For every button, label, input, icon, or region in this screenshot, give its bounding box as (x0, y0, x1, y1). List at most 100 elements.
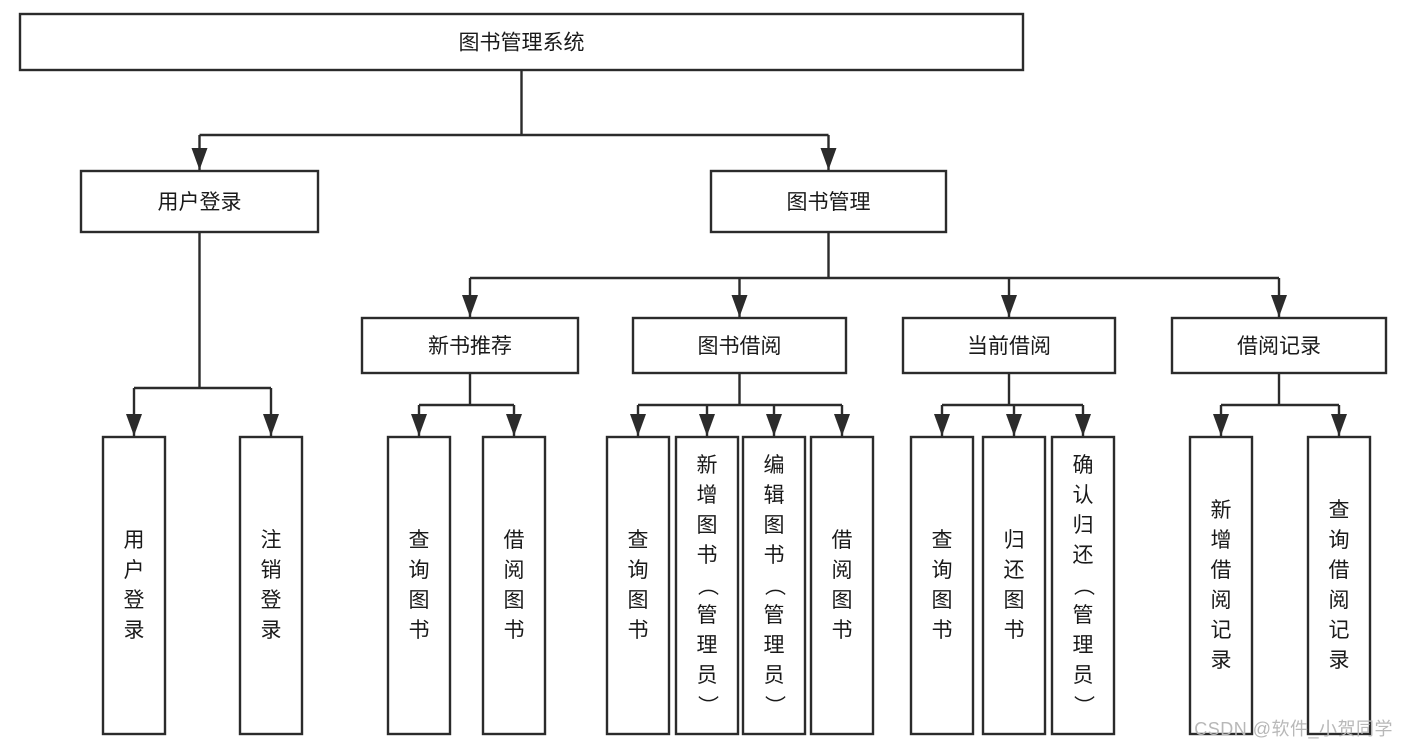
svg-text:阅: 阅 (832, 559, 853, 582)
svg-text:管: 管 (764, 604, 785, 627)
svg-text:归: 归 (1004, 529, 1025, 552)
level3-node-新书推荐-label: 新书推荐 (428, 335, 512, 358)
svg-text:图: 图 (832, 589, 853, 612)
svg-text:借: 借 (1211, 559, 1232, 582)
leaf-node-查询图书-2-box (386, 435, 452, 736)
level3-当前借阅-to-leaves-arrow-2 (1075, 414, 1091, 436)
svg-text:查: 查 (932, 529, 953, 552)
svg-text:书: 书 (832, 619, 853, 642)
root-to-level2-arrow-0 (191, 148, 208, 170)
svg-text:新: 新 (697, 454, 718, 477)
leaf-node-归还图书-9-box (981, 435, 1047, 736)
leaf-node-编辑图书管理员-6-box (741, 435, 807, 736)
book-mgmt-to-level3-arrow-2 (1001, 295, 1017, 317)
svg-text:新: 新 (1211, 499, 1232, 522)
svg-text:管: 管 (697, 604, 718, 627)
book-mgmt-to-level3-arrow-3 (1271, 295, 1287, 317)
svg-text:记: 记 (1211, 619, 1232, 642)
svg-text:（: （ (1072, 575, 1095, 596)
svg-text:查: 查 (409, 529, 430, 552)
level3-node-当前借阅-box (901, 316, 1117, 375)
leaf-node-注销登录-1-box (238, 435, 304, 736)
book-mgmt-to-level3-arrow-0 (462, 295, 478, 317)
level3-借阅记录-to-leaves-arrow-1 (1331, 414, 1347, 436)
level3-node-借阅记录[interactable]: 借阅记录 (1170, 316, 1388, 375)
svg-text:查: 查 (1329, 499, 1350, 522)
svg-text:增: 增 (697, 484, 718, 507)
level3-node-当前借阅-label: 当前借阅 (967, 335, 1051, 358)
level2-node-图书管理-box (709, 169, 948, 234)
leaf-node-借阅图书-3-box (481, 435, 547, 736)
svg-text:增: 增 (1211, 529, 1232, 552)
leaf-node-查询图书-4-box (605, 435, 671, 736)
svg-text:询: 询 (1329, 529, 1350, 552)
level3-新书推荐-to-leaves-arrow-1 (506, 414, 522, 436)
svg-text:书: 书 (504, 619, 525, 642)
svg-text:录: 录 (1211, 649, 1232, 672)
level2-node-图书管理-label: 图书管理 (787, 191, 871, 214)
svg-text:借: 借 (504, 529, 525, 552)
user-login-to-leaves-arrow-0 (126, 414, 142, 436)
level3-当前借阅-to-leaves-arrow-0 (934, 414, 950, 436)
svg-text:员: 员 (764, 664, 785, 687)
svg-text:户: 户 (124, 559, 145, 582)
level3-借阅记录-to-leaves-arrow-0 (1213, 414, 1229, 436)
svg-text:书: 书 (628, 619, 649, 642)
svg-text:图: 图 (409, 589, 430, 612)
svg-text:询: 询 (409, 559, 430, 582)
level3-node-借阅记录-box (1170, 316, 1388, 375)
svg-text:阅: 阅 (504, 559, 525, 582)
svg-text:图: 图 (1004, 589, 1025, 612)
svg-text:书: 书 (1004, 619, 1025, 642)
leaf-node-用户登录-0-box (101, 435, 167, 736)
svg-text:辑: 辑 (764, 484, 785, 507)
level2-node-图书管理[interactable]: 图书管理 (709, 169, 948, 234)
level2-node-用户登录-box (79, 169, 320, 234)
svg-text:询: 询 (932, 559, 953, 582)
leaf-node-新增借阅记录-11-box (1188, 435, 1254, 736)
svg-text:图: 图 (697, 514, 718, 537)
root-node-图书管理系统-box (18, 12, 1025, 72)
svg-text:阅: 阅 (1211, 589, 1232, 612)
leaf-node-用户登录-0[interactable]: 用户登录 (101, 435, 167, 736)
level3-图书借阅-to-leaves-arrow-2 (766, 414, 782, 436)
level3-node-当前借阅[interactable]: 当前借阅 (901, 316, 1117, 375)
svg-text:）: ） (696, 695, 719, 716)
level3-node-图书借阅[interactable]: 图书借阅 (631, 316, 848, 375)
svg-text:书: 书 (764, 544, 785, 567)
svg-text:查: 查 (628, 529, 649, 552)
svg-text:）: ） (763, 695, 786, 716)
svg-text:询: 询 (628, 559, 649, 582)
svg-text:录: 录 (261, 619, 282, 642)
svg-text:归: 归 (1073, 514, 1094, 537)
svg-text:理: 理 (764, 634, 785, 657)
root-node-图书管理系统[interactable]: 图书管理系统 (18, 12, 1025, 72)
level3-node-借阅记录-label: 借阅记录 (1237, 335, 1321, 358)
svg-text:管: 管 (1073, 604, 1094, 627)
level2-node-用户登录[interactable]: 用户登录 (79, 169, 320, 234)
level3-node-新书推荐[interactable]: 新书推荐 (360, 316, 580, 375)
svg-text:书: 书 (697, 544, 718, 567)
node-layer: 图书管理系统用户登录图书管理新书推荐图书借阅当前借阅借阅记录用户登录注销登录查询… (18, 12, 1388, 736)
